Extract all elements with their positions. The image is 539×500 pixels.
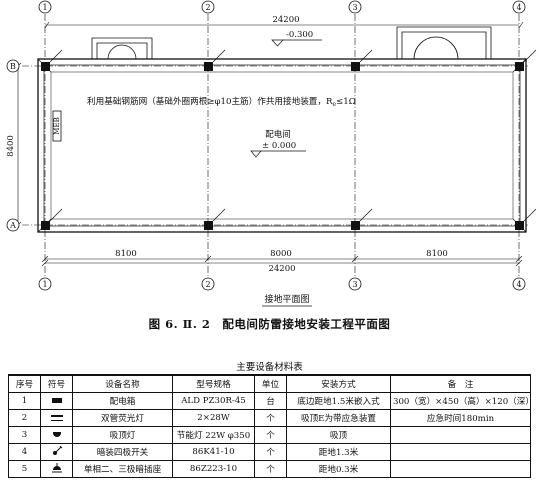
- grounding-note: 利用基础钢筋网（基础外圈两根≥φ10主筋）作共用接地装置，Re≤1Ω: [87, 95, 356, 108]
- column-a4: [515, 221, 524, 230]
- box-icon: [51, 398, 62, 403]
- grounding-plan-drawing: MEB 1 2 3 4 1: [6, 0, 537, 307]
- column-a3: [351, 221, 360, 230]
- header-model: 型号规格: [172, 374, 255, 393]
- span-dimension-2: 8000: [270, 249, 292, 259]
- meb-label: MEB: [53, 117, 61, 134]
- plan-caption: 接地平面图: [264, 293, 309, 305]
- axis-bottom-2: 2: [205, 280, 210, 289]
- span-dimension-3: 8100: [426, 249, 448, 259]
- table-row: 5 单相二、三极暗插座 86Z223-10 个 距地0.3米: [8, 460, 531, 478]
- axis-bottom-1: 1: [42, 280, 47, 289]
- header-install: 安装方式: [286, 374, 391, 393]
- table-row: 3 吸顶灯 节能灯 22W φ350 个 吸顶: [8, 426, 531, 444]
- header-name: 设备名称: [72, 374, 173, 393]
- axis-top-1: 1: [42, 3, 47, 12]
- table-row: 2 双管荧光灯 2×28W 个 吸顶E为带应急装置 应急时间180min: [8, 409, 531, 427]
- ceiling-lamp-icon: [52, 432, 61, 437]
- column-b4: [515, 62, 524, 71]
- axis-side-a: A: [9, 221, 16, 230]
- header-symbol: 符号: [40, 374, 73, 393]
- socket-icon: [51, 462, 62, 472]
- column-b1: [41, 62, 50, 71]
- axis-bottom-4: 4: [516, 280, 521, 289]
- fluorescent-lamp-icon: [50, 414, 63, 421]
- axis-side-b: B: [10, 62, 16, 71]
- table-title: 主要设备材料表: [236, 362, 303, 373]
- top-total-dimension: 24200: [272, 15, 299, 25]
- header-remark: 备 注: [390, 374, 531, 393]
- column-b2: [204, 62, 213, 71]
- axis-top-4: 4: [516, 3, 521, 12]
- figure-title: 图 6. Ⅱ. 2 配电间防雷接地安装工程平面图: [148, 317, 391, 331]
- bottom-total-dimension: 24200: [268, 264, 295, 274]
- floor-level: ± 0.000: [262, 141, 296, 151]
- header-unit: 单位: [254, 374, 287, 393]
- table-row: 1 配电箱 ALD PZ30R-45 台 底边距地1.5米嵌入式 300（宽）×…: [8, 392, 531, 410]
- materials-table: 序号 符号 设备名称 型号规格 单位 安装方式 备 注 1 配电箱 ALD PZ…: [8, 374, 531, 478]
- table-header-row: 序号 符号 设备名称 型号规格 单位 安装方式 备 注: [8, 374, 531, 393]
- outdoor-level: -0.300: [286, 30, 313, 40]
- header-no: 序号: [8, 374, 41, 393]
- axis-top-3: 3: [352, 3, 357, 12]
- axis-top-2: 2: [205, 3, 210, 12]
- column-b3: [351, 62, 360, 71]
- axis-bottom-3: 3: [352, 280, 357, 289]
- column-a2: [204, 221, 213, 230]
- table-row: 4 暗装四极开关 86K41-10 个 距地1.3米: [8, 443, 531, 461]
- meb-box: [52, 110, 62, 142]
- room-name: 配电间: [265, 129, 291, 140]
- depth-dimension: 8400: [6, 135, 16, 157]
- column-a1: [41, 221, 50, 230]
- switch-icon: [52, 445, 62, 455]
- span-dimension-1: 8100: [115, 249, 137, 259]
